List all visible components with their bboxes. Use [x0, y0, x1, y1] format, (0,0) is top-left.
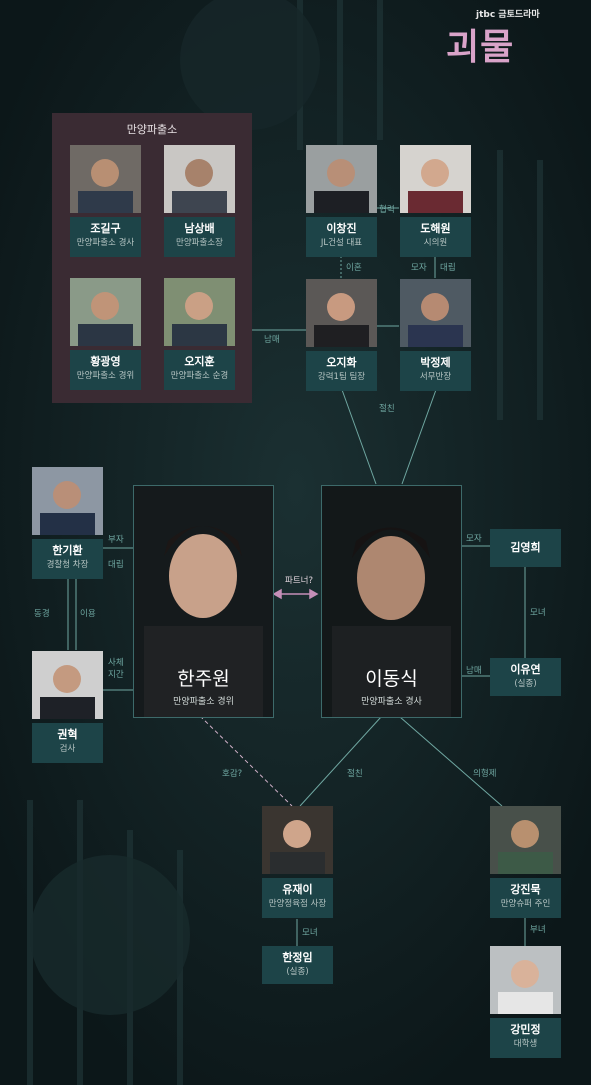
- person-name: 이창진: [326, 222, 357, 235]
- relation-label: 남매: [264, 335, 280, 345]
- relation-label: 절친: [347, 769, 363, 779]
- relation-label: 모녀: [302, 928, 318, 938]
- person-role: 시의원: [423, 238, 448, 248]
- relation-label: 의형제: [473, 769, 497, 779]
- person-role: 강력1팀 팀장: [317, 372, 366, 382]
- relation-label: 사체 지간: [108, 658, 124, 680]
- portrait-photo: [306, 145, 377, 213]
- person-name: 한정임: [282, 951, 313, 964]
- person-role: (실종): [514, 679, 537, 689]
- portrait-photo: [490, 946, 561, 1014]
- network-logo: jtbc 금토드라마: [476, 10, 540, 20]
- relation-label: 절친: [379, 404, 395, 414]
- person-name: 김영희: [510, 541, 541, 554]
- relation-label: 대립: [440, 263, 456, 273]
- person-name: 조길구: [90, 222, 121, 235]
- person-name: 권혁: [57, 728, 78, 741]
- relation-label: 모녀: [530, 608, 546, 618]
- portrait-photo: [164, 145, 235, 213]
- portrait-photo: [164, 278, 235, 346]
- person-card-iyuyeon: 이유연 (실종): [490, 658, 561, 696]
- person-role: 만양파출소 경위: [76, 371, 135, 381]
- relation-label: 호감?: [222, 769, 243, 779]
- relation-label-partner: 파트너?: [285, 576, 313, 586]
- person-name: 한기환: [52, 544, 83, 557]
- portrait-photo: [262, 806, 333, 874]
- relation-label: 모자: [466, 534, 482, 544]
- portrait-photo: [134, 486, 273, 717]
- person-name: 강진묵: [510, 883, 541, 896]
- relation-label: 부자: [108, 535, 124, 545]
- main-name: 한주원: [177, 668, 230, 690]
- portrait-photo: [322, 486, 461, 717]
- main-role: 만양파출소 경위: [173, 697, 234, 707]
- relation-label: 이혼: [346, 263, 362, 273]
- relation-label: 협력: [379, 205, 395, 215]
- person-name: 유재이: [282, 883, 313, 896]
- portrait-photo: [70, 278, 141, 346]
- relation-label: 남매: [466, 666, 482, 676]
- relation-label: 동경: [34, 609, 50, 619]
- person-name: 오지화: [326, 356, 357, 369]
- portrait-photo: [400, 279, 471, 347]
- main-card-idongsik: 이동식 만양파출소 경사: [321, 485, 462, 718]
- person-role: 만양파출소 경사: [76, 238, 135, 248]
- relation-label: 부녀: [530, 925, 546, 935]
- person-name: 이유연: [510, 663, 541, 676]
- person-name: 황광영: [90, 355, 121, 368]
- person-name: 박정제: [420, 356, 451, 369]
- relation-label: 대립: [108, 560, 124, 570]
- portrait-photo: [32, 651, 103, 719]
- person-role: 만양파출소 순경: [170, 371, 229, 381]
- main-name: 이동식: [365, 668, 418, 690]
- portrait-photo: [400, 145, 471, 213]
- person-name: 오지훈: [184, 355, 215, 368]
- person-name: 남상배: [184, 222, 215, 235]
- person-role: 만양슈퍼 주인: [500, 899, 551, 909]
- person-role: 만양정육점 사장: [268, 899, 327, 909]
- person-name: 도해원: [420, 222, 451, 235]
- person-role: (실종): [286, 967, 309, 977]
- person-role: JL건설 대표: [320, 238, 363, 248]
- person-name: 강민정: [510, 1023, 541, 1036]
- main-role: 만양파출소 경사: [361, 697, 422, 707]
- person-role: 서무반장: [419, 372, 452, 382]
- person-card-ichangjin: 이창진 JL건설 대표: [306, 145, 377, 257]
- person-role: 검사: [59, 744, 76, 754]
- drama-title: 괴물: [446, 27, 515, 68]
- relation-label: 이용: [80, 609, 96, 619]
- portrait-photo: [32, 467, 103, 535]
- person-card-hanjeongim: 한정임 (실종): [262, 946, 333, 984]
- relation-label: 모자: [411, 263, 427, 273]
- person-role: 경찰청 차장: [46, 560, 89, 570]
- person-role: 만양파출소장: [176, 238, 223, 248]
- person-card-kimyeonghui: 김영희: [490, 529, 561, 567]
- portrait-photo: [490, 806, 561, 874]
- portrait-photo: [306, 279, 377, 347]
- portrait-photo: [70, 145, 141, 213]
- person-role: 대학생: [513, 1039, 538, 1049]
- group-title: 만양파출소: [126, 123, 178, 136]
- main-card-hanjuwon: 한주원 만양파출소 경위: [133, 485, 274, 718]
